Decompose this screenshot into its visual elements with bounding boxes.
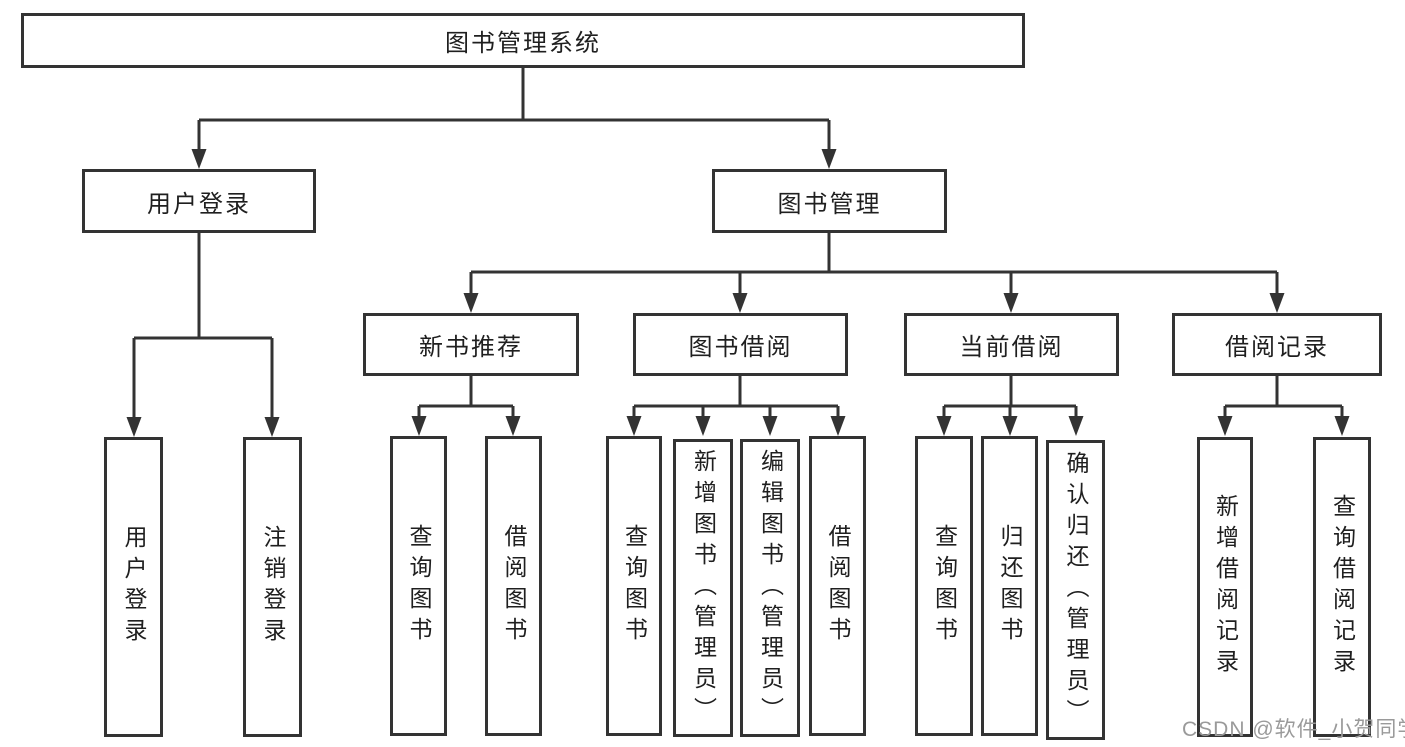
node-book-management: 图书管理 [712, 169, 947, 233]
leaf-borrow-add-admin-label: 新增图书（管理员） [690, 448, 717, 728]
leaf-borrow-book-label: 借阅图书 [825, 524, 851, 648]
leaf-record-add: 新增借阅记录 [1197, 437, 1253, 737]
leaf-current-query-label: 查询图书 [931, 524, 958, 648]
leaf-user-login-label: 用户登录 [121, 525, 147, 649]
node-root-label: 图书管理系统 [445, 30, 601, 57]
node-current-borrow: 当前借阅 [904, 313, 1119, 376]
node-borrow-record: 借阅记录 [1172, 313, 1382, 376]
node-root: 图书管理系统 [21, 13, 1025, 68]
leaf-borrow-query: 查询图书 [606, 436, 662, 736]
leaf-current-query: 查询图书 [915, 436, 973, 736]
leaf-current-confirm-admin: 确认归还（管理员） [1046, 440, 1105, 740]
leaf-current-return: 归还图书 [981, 436, 1038, 736]
leaf-borrow-edit-admin-label: 编辑图书（管理员） [757, 448, 784, 728]
leaf-record-query: 查询借阅记录 [1313, 437, 1371, 737]
leaf-record-add-label: 新增借阅记录 [1212, 494, 1239, 680]
node-new-book-recommend: 新书推荐 [363, 313, 579, 376]
leaf-current-return-label: 归还图书 [997, 524, 1023, 648]
node-book-management-label: 图书管理 [777, 190, 882, 218]
node-book-borrow-label: 图书借阅 [688, 334, 793, 361]
csdn-watermark: CSDN @软件_小贺同学 [1182, 718, 1405, 741]
leaf-current-confirm-admin-label: 确认归还（管理员） [1063, 450, 1089, 730]
leaf-record-query-label: 查询借阅记录 [1329, 494, 1356, 680]
leaf-newbook-borrow: 借阅图书 [485, 436, 542, 736]
node-current-borrow-label: 当前借阅 [959, 334, 1064, 361]
leaf-newbook-query-label: 查询图书 [406, 524, 432, 648]
leaf-logout-label: 注销登录 [260, 525, 286, 649]
node-user-login-label: 用户登录 [147, 190, 251, 218]
node-book-borrow: 图书借阅 [633, 313, 848, 376]
leaf-newbook-query: 查询图书 [390, 436, 447, 736]
node-new-book-recommend-label: 新书推荐 [419, 334, 523, 361]
leaf-borrow-edit-admin: 编辑图书（管理员） [740, 439, 800, 737]
leaf-borrow-add-admin: 新增图书（管理员） [673, 439, 733, 737]
leaf-newbook-borrow-label: 借阅图书 [501, 524, 527, 648]
node-user-login: 用户登录 [82, 169, 316, 233]
leaf-user-login: 用户登录 [104, 437, 163, 737]
node-borrow-record-label: 借阅记录 [1225, 334, 1329, 361]
leaf-logout: 注销登录 [243, 437, 302, 737]
leaf-borrow-book: 借阅图书 [809, 436, 866, 736]
leaf-borrow-query-label: 查询图书 [621, 524, 648, 648]
